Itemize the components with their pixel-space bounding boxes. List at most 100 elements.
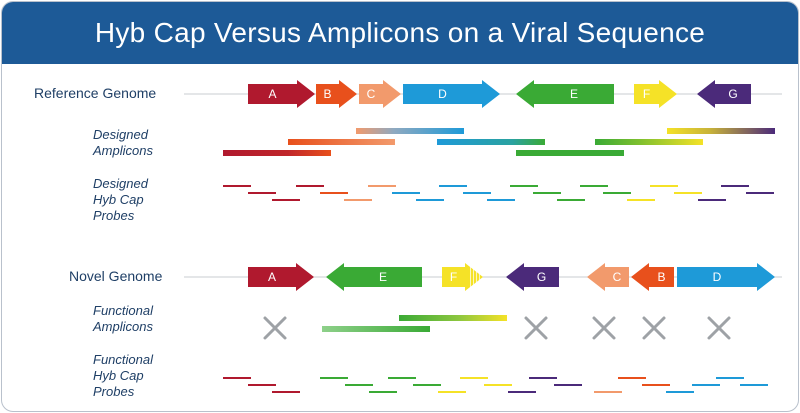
novel-gene-d-arrow [677, 263, 775, 291]
probe [674, 192, 702, 194]
probe [345, 384, 373, 386]
novel-gene-d-label: D [713, 270, 722, 284]
probe [413, 384, 441, 386]
probe [248, 192, 276, 194]
cross-icon [524, 316, 548, 340]
reference-gene-f-arrow [634, 80, 677, 108]
probe [320, 377, 348, 379]
probe [368, 185, 396, 187]
probe [484, 384, 512, 386]
diagram-title: Hyb Cap Versus Amplicons on a Viral Sequ… [94, 17, 706, 48]
probe [223, 185, 251, 187]
novel-gene-c-label: C [613, 270, 622, 284]
designed-probes-label-1: Designed [93, 176, 149, 191]
cross-icon [707, 316, 731, 340]
probe [594, 391, 622, 393]
reference-gene-d-label: D [438, 87, 447, 101]
reference-gene-e-label: E [570, 87, 578, 101]
probe [650, 185, 678, 187]
probe [296, 185, 324, 187]
reference-gene-g-arrow [697, 80, 751, 108]
functional-probes [223, 377, 768, 393]
cross-icon [263, 316, 287, 340]
functional-probes-label-1: Functional [93, 352, 154, 367]
probe [554, 384, 582, 386]
novel-gene-f-label: F [450, 270, 457, 284]
probe [272, 391, 300, 393]
amplicon-cd [356, 128, 464, 134]
functional-probes-label-2: Hyb Cap [93, 368, 144, 383]
probe [692, 384, 720, 386]
functional-amplicons [322, 315, 507, 332]
probe [508, 391, 536, 393]
probe [369, 391, 397, 393]
novel-gene-e-arrow [326, 263, 422, 291]
designed-amplicons-label-2: Amplicons [92, 143, 153, 158]
amplicon-de [437, 139, 545, 145]
reference-gene-b-arrow [316, 80, 357, 108]
reference-gene-c-label: C [367, 87, 376, 101]
gene-f-break-stripe [476, 266, 477, 288]
probe [223, 377, 251, 379]
probe [320, 192, 348, 194]
novel-genome-label: Novel Genome [69, 268, 163, 284]
reference-gene-c-arrow [359, 80, 401, 108]
probe [510, 185, 538, 187]
probe [666, 391, 694, 393]
reference-gene-a-label: A [268, 87, 276, 101]
reference-gene-b-label: B [323, 87, 331, 101]
probe [533, 192, 561, 194]
functional-probes-label-3: Probes [93, 384, 135, 399]
probe [642, 384, 670, 386]
cross-icon [642, 316, 666, 340]
probe [487, 199, 515, 201]
amplicon-bc [288, 139, 395, 145]
novel-gene-a-label: A [268, 270, 276, 284]
gene-f-break-stripe [473, 266, 474, 288]
amplicon-ab [223, 150, 331, 156]
probe [272, 199, 300, 201]
probe [746, 192, 774, 194]
probe [463, 192, 491, 194]
novel-gene-g-arrow [506, 263, 559, 291]
probe [388, 377, 416, 379]
probe [460, 377, 488, 379]
reference-gene-d-arrow [403, 80, 500, 108]
probe [439, 185, 467, 187]
probe [603, 192, 631, 194]
functional-amplicons-label-1: Functional [93, 303, 154, 318]
probe [698, 199, 726, 201]
designed-amplicons [223, 128, 775, 156]
designed-probes [223, 185, 774, 201]
novel-gene-g-label: G [537, 270, 546, 284]
novel-gene-a-arrow [248, 263, 314, 291]
reference-genome-label: Reference Genome [34, 85, 156, 101]
gene-f-break-stripe [479, 266, 480, 288]
probe [716, 377, 744, 379]
cross-icon [592, 316, 616, 340]
novel-gene-f-arrow [442, 263, 483, 291]
probe [344, 199, 372, 201]
probe [618, 377, 646, 379]
probe [392, 192, 420, 194]
probe [580, 185, 608, 187]
probe [416, 199, 444, 201]
novel-gene-c-arrow [587, 263, 629, 291]
probe [627, 199, 655, 201]
functional-amplicons-label-2: Amplicons [92, 319, 153, 334]
title-bar: Hyb Cap Versus Amplicons on a Viral Sequ… [2, 2, 798, 64]
novel-gene-b-label: B [657, 270, 665, 284]
gene-f-break-stripe [470, 266, 471, 288]
functional-amplicon-ef [399, 315, 507, 321]
reference-gene-a-arrow [248, 80, 315, 108]
reference-gene-g-label: G [728, 87, 737, 101]
probe [557, 199, 585, 201]
probe [721, 185, 749, 187]
failed-amplicon-crosses [263, 316, 731, 340]
probe [248, 384, 276, 386]
probe [529, 377, 557, 379]
